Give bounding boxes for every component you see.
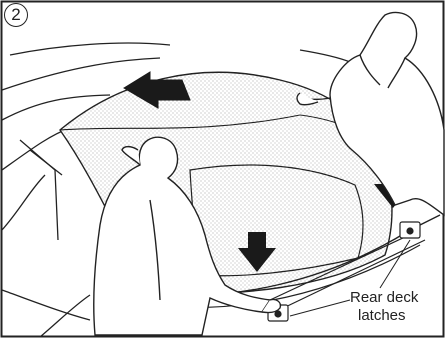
step-number: 2 xyxy=(11,5,20,24)
callout-line-2: latches xyxy=(350,307,418,325)
callout-line-1: Rear deck xyxy=(350,289,418,306)
step-number-badge: 2 xyxy=(4,3,28,27)
rear-deck-latches-label: Rear deck latches xyxy=(350,289,418,325)
rear-window xyxy=(190,165,363,276)
